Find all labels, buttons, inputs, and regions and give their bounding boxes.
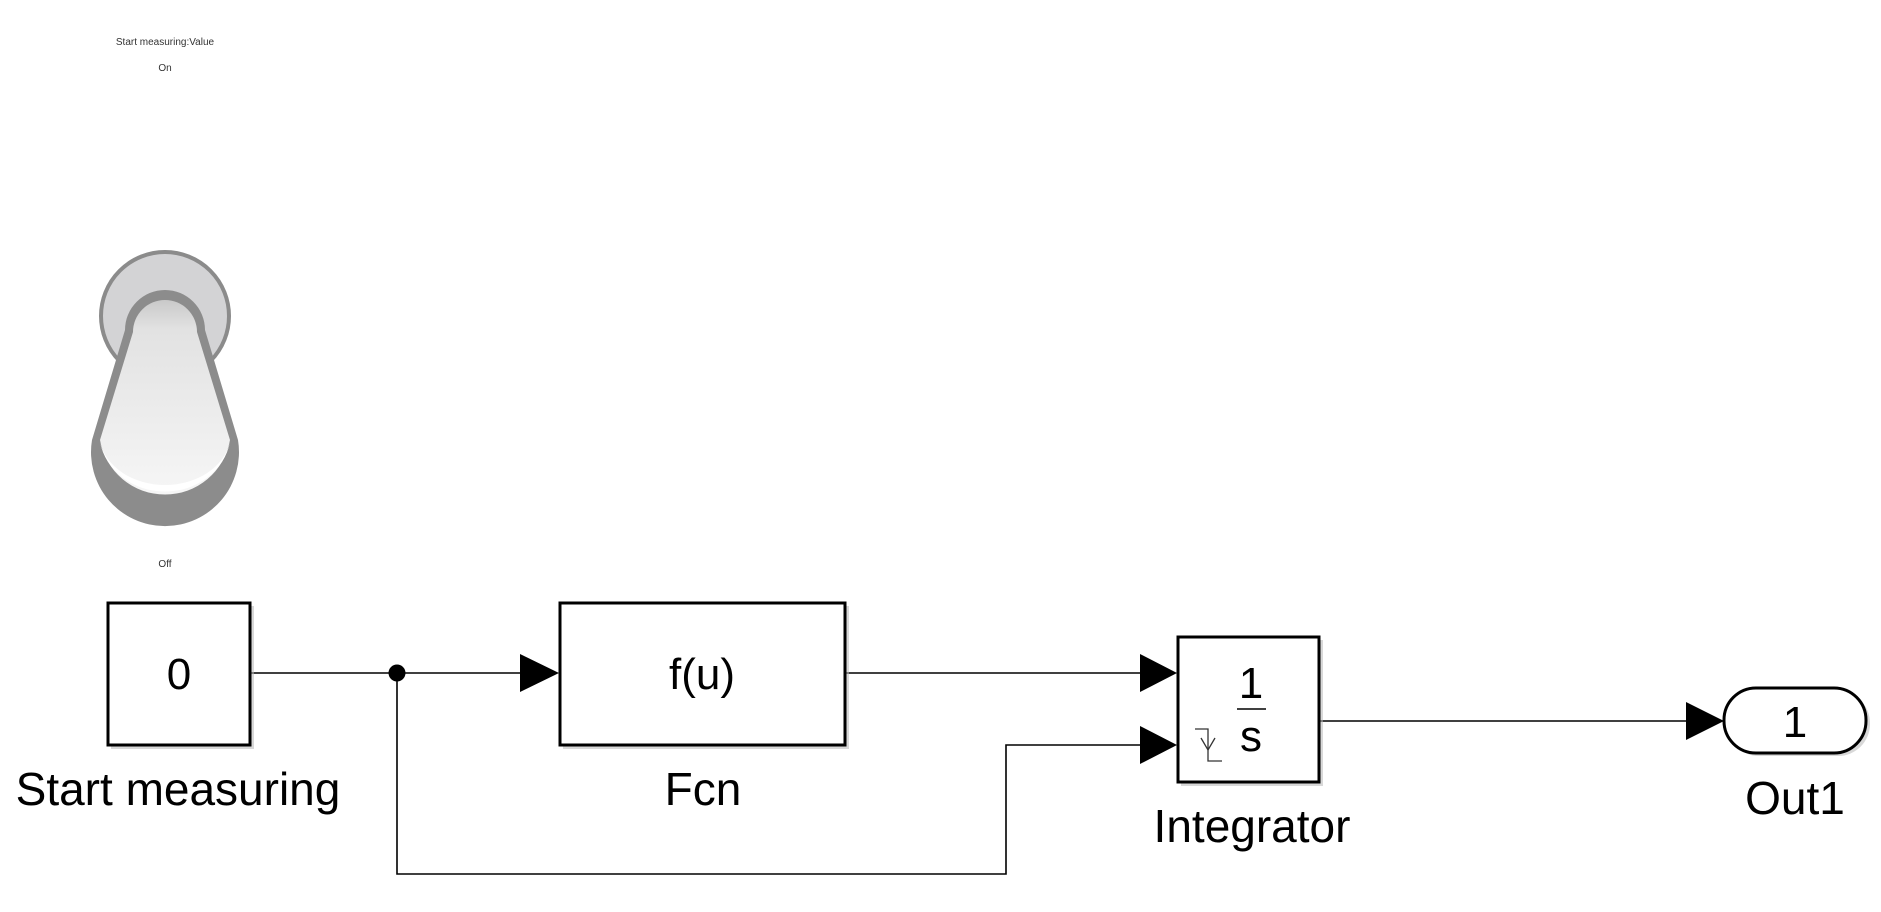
- toggle-on-label: On: [158, 63, 171, 74]
- constant-block[interactable]: 0 Start measuring: [16, 601, 341, 815]
- integrator-numerator: 1: [1239, 659, 1263, 708]
- arrow-out1-input: [1686, 702, 1724, 740]
- outport-block[interactable]: 1 Out1: [1722, 686, 1870, 824]
- toggle-off-label: Off: [158, 559, 171, 570]
- signal-lines: [250, 654, 1724, 875]
- arrow-fcn-input: [520, 654, 559, 692]
- integrator-block[interactable]: 1 s Integrator: [1154, 635, 1351, 852]
- fcn-expression: f(u): [669, 650, 735, 699]
- outport-block-label[interactable]: Out1: [1745, 772, 1845, 824]
- arrow-integrator-input: [1140, 654, 1177, 692]
- toggle-switch[interactable]: Start measuring:Value On Off: [91, 37, 240, 570]
- outport-number: 1: [1783, 698, 1807, 747]
- toggle-binding-label: Start measuring:Value: [116, 37, 215, 48]
- wire-constant-to-integrator-reset[interactable]: [396, 673, 1142, 875]
- falling-edge-reset-icon: [1195, 728, 1222, 762]
- integrator-block-label[interactable]: Integrator: [1154, 800, 1351, 852]
- integrator-denominator: s: [1240, 712, 1262, 761]
- fcn-block[interactable]: f(u) Fcn: [558, 601, 849, 815]
- toggle-switch-icon[interactable]: [91, 250, 240, 527]
- constant-value: 0: [167, 650, 191, 699]
- constant-block-label[interactable]: Start measuring: [16, 763, 341, 815]
- fcn-block-label[interactable]: Fcn: [665, 763, 742, 815]
- arrow-integrator-reset-input: [1140, 726, 1177, 764]
